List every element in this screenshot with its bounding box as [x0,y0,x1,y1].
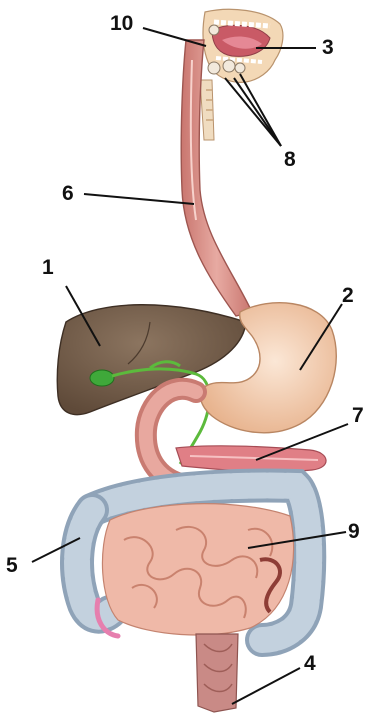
label-9: 9 [348,520,360,543]
pancreas [176,446,326,472]
leader-8a [225,78,281,146]
label-6: 6 [62,182,74,205]
label-4: 4 [304,652,316,675]
label-8: 8 [284,148,296,171]
leader-6 [84,194,194,204]
label-7: 7 [352,404,364,427]
leader-4 [232,668,300,704]
leader-8b [234,78,281,146]
label-5: 5 [6,554,18,577]
neck-structures [200,80,214,140]
leader-8c [240,74,281,146]
label-10: 10 [110,12,133,35]
rectum [196,634,238,712]
label-3: 3 [322,36,334,59]
label-2: 2 [342,284,354,307]
small-intestine [102,504,293,635]
label-1: 1 [42,256,54,279]
leader-10 [143,28,206,46]
